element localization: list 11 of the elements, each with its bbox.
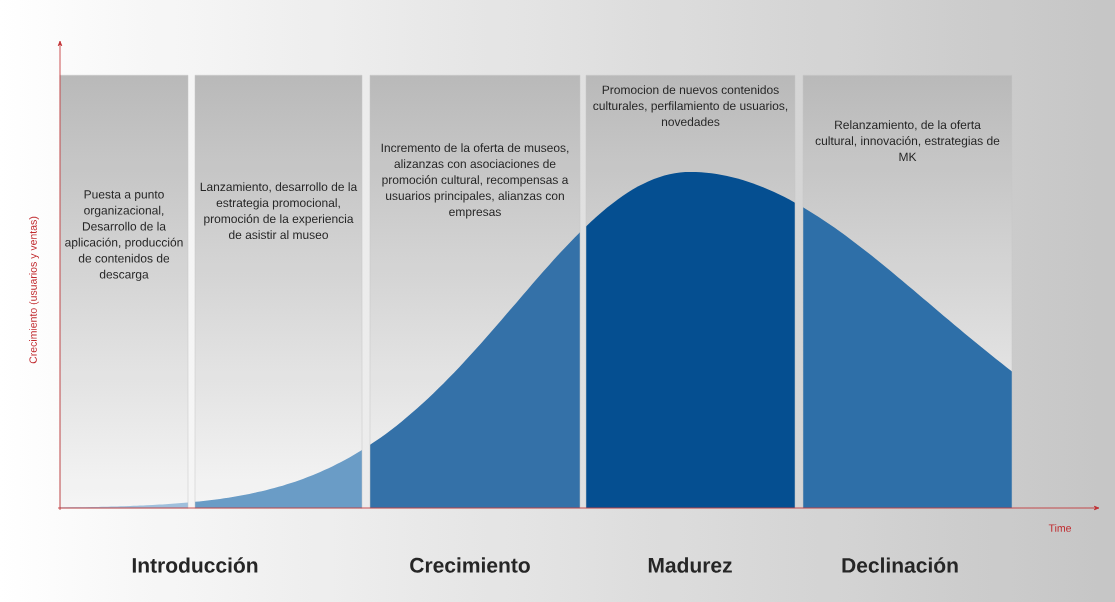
stage-panel: Promocion de nuevos contenidos culturales, perfilamiento de usuarios, novedades — [585, 75, 796, 509]
stage-label: Crecimiento — [410, 557, 530, 573]
stage-label: Madurez — [648, 557, 732, 573]
stage-panel: Incremento de la oferta de museos, alizanzas con asociaciones de promoción cultural, recompensas a usuarios principales, alianzas con empresas — [369, 75, 581, 509]
stage-panel: Lanzamiento, desarrollo de la estrategia promocional, promoción de la experiencia de asistir al museo — [194, 75, 363, 509]
stage-label: Declinación — [842, 557, 958, 573]
stage-panel: Relanzamiento, de la oferta cultural, innovación, estrategias de MK — [802, 75, 1013, 509]
stage-panel: Puesta a punto organizacional, Desarrollo de la aplicación, producción de contenidos de descarga — [59, 75, 189, 509]
axis-label: Time — [1048, 524, 1071, 532]
axis-label: Crecimiento (usuarios y ventas) — [29, 216, 39, 364]
stage-label: Introducción — [132, 557, 258, 573]
